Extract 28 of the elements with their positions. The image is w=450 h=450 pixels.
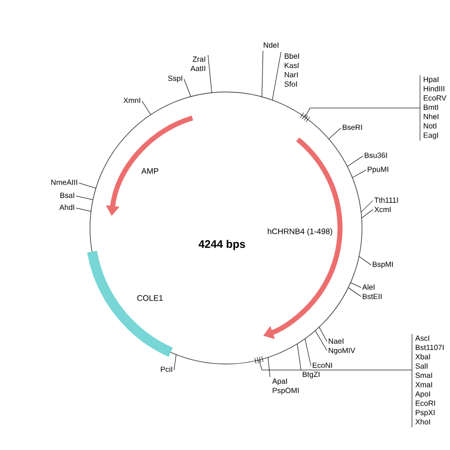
center-label: 4244 bps	[198, 240, 246, 250]
leader-line	[358, 256, 372, 266]
leader-line	[208, 54, 212, 93]
leader-line	[78, 182, 96, 188]
leader-line	[348, 287, 362, 297]
leader-line	[184, 78, 192, 97]
feature-label: AMP	[141, 168, 158, 174]
leader-line	[258, 360, 412, 370]
leader-line	[272, 52, 282, 100]
feature-label: hCHRNB4 (1-498)	[268, 228, 332, 236]
leader-line	[76, 196, 94, 200]
leader-line	[360, 200, 374, 212]
leader-line	[304, 108, 420, 118]
leader-line	[352, 170, 366, 178]
leader-line	[328, 128, 342, 140]
leader-line	[268, 357, 270, 378]
leader-line	[304, 338, 312, 366]
leader-line	[297, 344, 302, 370]
leader-line	[318, 326, 328, 342]
leader-line	[350, 282, 362, 288]
leader-line	[262, 50, 264, 98]
leader-line	[347, 156, 364, 167]
leader-line	[142, 100, 151, 115]
leader-line	[314, 330, 328, 351]
feature-label: COLE1	[137, 295, 163, 301]
leader-line	[174, 354, 176, 370]
leader-line	[361, 209, 374, 218]
leader-line	[76, 208, 92, 212]
